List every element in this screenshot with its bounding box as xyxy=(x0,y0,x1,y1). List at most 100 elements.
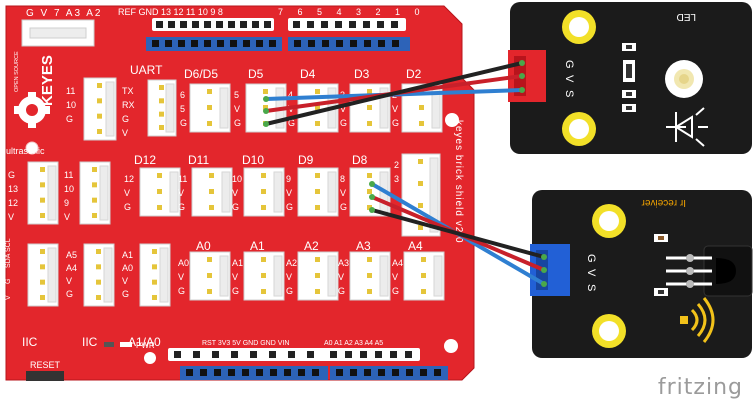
bottom-pin-holes xyxy=(174,351,441,376)
jst-pin xyxy=(40,213,45,218)
header-pin xyxy=(392,369,399,376)
led-pin-s: S xyxy=(563,90,575,97)
header-pin xyxy=(434,369,441,376)
jst-pin xyxy=(315,121,320,126)
header-pin xyxy=(270,369,277,376)
a2-label: A2 xyxy=(304,239,319,253)
a3-label: A3 xyxy=(356,239,371,253)
pin-label: 10 xyxy=(64,184,74,194)
connector-top-labels: G V 7 A3 A2 xyxy=(26,8,102,19)
jst-pin xyxy=(315,273,320,278)
pin-hole xyxy=(216,21,223,28)
pin-label: TX xyxy=(122,86,134,96)
jst-pin xyxy=(418,203,423,208)
ir-title: Ir receiver xyxy=(641,197,686,208)
uart-label: UART xyxy=(130,63,163,77)
pin-hole xyxy=(231,351,238,358)
top-pin-row-right xyxy=(288,18,406,31)
jst-latch xyxy=(159,247,169,303)
jst-pin xyxy=(207,289,212,294)
pwr-led-2 xyxy=(120,342,132,347)
jst-latch xyxy=(99,165,109,221)
jst-pin xyxy=(263,89,268,94)
jst-latch xyxy=(165,83,175,133)
d3-label: D3 xyxy=(354,67,370,81)
jst-pin xyxy=(97,129,102,134)
ultrasonic-label: ultrasonic xyxy=(6,146,45,156)
jst-pin xyxy=(421,273,426,278)
pin-hole xyxy=(335,21,342,28)
jst-pin xyxy=(97,98,102,104)
jst-pin xyxy=(96,249,101,254)
header-pin xyxy=(269,40,276,47)
pin-label: V xyxy=(392,272,398,282)
jst-pin xyxy=(261,189,266,194)
header-pin xyxy=(217,40,224,47)
pin-hole xyxy=(204,21,211,28)
a1-label: A1 xyxy=(250,239,265,253)
wire-end-dots xyxy=(263,60,547,287)
jst-pin xyxy=(152,249,157,254)
pin-hole xyxy=(212,351,219,358)
top-header-left-text: REF GND 13 12 11 10 9 8 xyxy=(118,7,223,17)
header-pin xyxy=(378,369,385,376)
pin-label: SDA xyxy=(5,253,12,268)
pin-label: G xyxy=(338,286,345,296)
jst-pin xyxy=(40,197,45,203)
pin-hole xyxy=(252,21,259,28)
pin-hole xyxy=(240,21,247,28)
side-pin-labels: 1110GTXRXGVG1312V11109VA5A4VGA1A0VG65G5V… xyxy=(5,86,403,300)
fritzing-watermark: fritzing xyxy=(657,375,743,400)
pin-label: G xyxy=(234,118,241,128)
jst-pin xyxy=(315,257,320,262)
pin-label: SCL xyxy=(5,238,12,252)
jst-pin xyxy=(367,257,372,262)
pin-label: A4 xyxy=(66,263,77,273)
jst-latch xyxy=(221,171,231,213)
pin-hole xyxy=(391,21,398,28)
pin-label: V xyxy=(8,212,14,222)
pin-label: 11 xyxy=(64,170,73,180)
jst-pin xyxy=(152,295,157,300)
jst-pin xyxy=(40,264,45,270)
jst-latch xyxy=(219,255,229,297)
pin-label: G xyxy=(5,279,12,284)
wires-d8-to-ir xyxy=(370,182,546,286)
jst-pin xyxy=(97,113,102,119)
pin-label: G xyxy=(288,118,295,128)
analog-header-strip xyxy=(330,366,448,380)
pin-label: A1 xyxy=(122,250,133,260)
pin-hole xyxy=(192,21,199,28)
header-pin xyxy=(243,40,250,47)
ir-pin-v: V xyxy=(585,269,597,277)
power-header-text: RST 3V3 5V GND GND VIN xyxy=(202,340,289,347)
pin-label: V xyxy=(286,272,292,282)
jst-pin xyxy=(209,205,214,210)
pin-label: V xyxy=(234,104,240,114)
pin-hole xyxy=(264,21,271,28)
header-pin xyxy=(392,40,399,47)
header-pin xyxy=(191,40,198,47)
header-pin xyxy=(350,369,357,376)
pin-hole xyxy=(193,351,200,358)
pin-label: 10 xyxy=(66,100,76,110)
ir-pin-s: S xyxy=(585,284,597,291)
jst-pin xyxy=(367,105,372,110)
pin-label: 2 xyxy=(394,160,399,170)
pin-hole xyxy=(330,351,337,358)
d9-label: D9 xyxy=(298,153,314,167)
pin-hole xyxy=(349,21,356,28)
jst-latch xyxy=(273,255,283,297)
header-pin xyxy=(256,40,263,47)
header-pin xyxy=(186,369,193,376)
jst-pin xyxy=(92,213,97,218)
pin-label: 12 xyxy=(124,174,134,184)
d8-label: D8 xyxy=(352,153,368,167)
jst-pin xyxy=(40,279,45,285)
shield-board: REF GND 13 12 11 10 9 8 7 6 5 4 3 2 1 0 … xyxy=(5,5,475,381)
header-pin xyxy=(242,369,249,376)
ir-module: Ir receiver G V S xyxy=(530,190,753,358)
pin-label: G xyxy=(286,202,293,212)
jst-latch xyxy=(47,247,57,303)
